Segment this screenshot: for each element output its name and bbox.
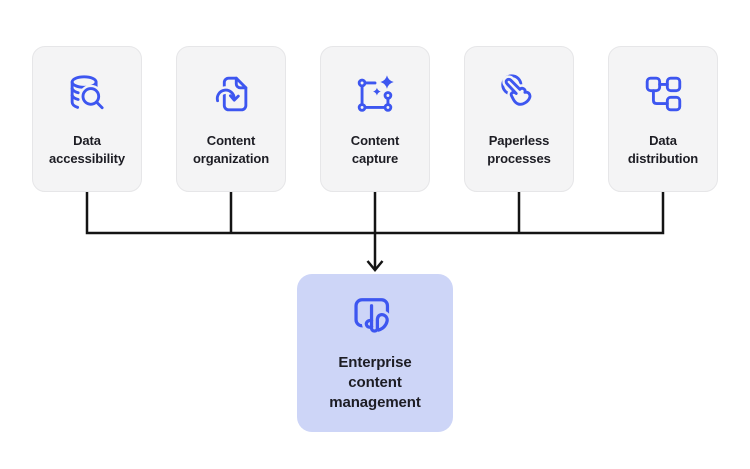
source-card-label: Paperless processes <box>487 132 551 168</box>
tap-gesture-icon <box>501 74 534 109</box>
source-card-data-distribution: Data distribution <box>608 46 718 192</box>
content-capture-icon <box>357 75 394 112</box>
label-line: content <box>348 374 402 391</box>
source-card-content-organization: Content organization <box>176 46 286 192</box>
result-card-enterprise-content-management: Enterprise content management <box>297 274 453 432</box>
source-card-label: Content capture <box>350 132 400 168</box>
label-line: Enterprise <box>338 354 412 371</box>
source-card-data-accessibility: Data accessibility <box>32 46 142 192</box>
label-line: processes <box>487 151 551 166</box>
source-card-content-capture: Content capture <box>320 46 430 192</box>
label-line: accessibility <box>48 151 126 166</box>
result-card-label: Enterprise content management <box>329 353 421 413</box>
touch-screen-icon <box>354 298 392 336</box>
source-card-label: Data accessibility <box>49 132 125 168</box>
label-line: Content <box>350 133 400 148</box>
label-line: Paperless <box>488 133 550 148</box>
document-sync-icon <box>213 76 248 112</box>
label-line: distribution <box>627 151 699 166</box>
arrow-down-icon <box>366 260 384 272</box>
flowchart-icon <box>645 76 682 112</box>
label-line: management <box>329 394 421 411</box>
label-line: Data <box>73 133 101 148</box>
source-card-paperless-processes: Paperless processes <box>464 46 574 192</box>
label-line: organization <box>192 151 270 166</box>
source-cards-row: Data accessibility Content organization <box>0 46 750 192</box>
label-line: capture <box>351 151 399 166</box>
source-card-label: Content organization <box>193 132 269 168</box>
label-line: Content <box>206 133 256 148</box>
label-line: Data <box>649 133 677 148</box>
source-card-label: Data distribution <box>628 132 698 168</box>
database-search-icon <box>70 75 106 112</box>
